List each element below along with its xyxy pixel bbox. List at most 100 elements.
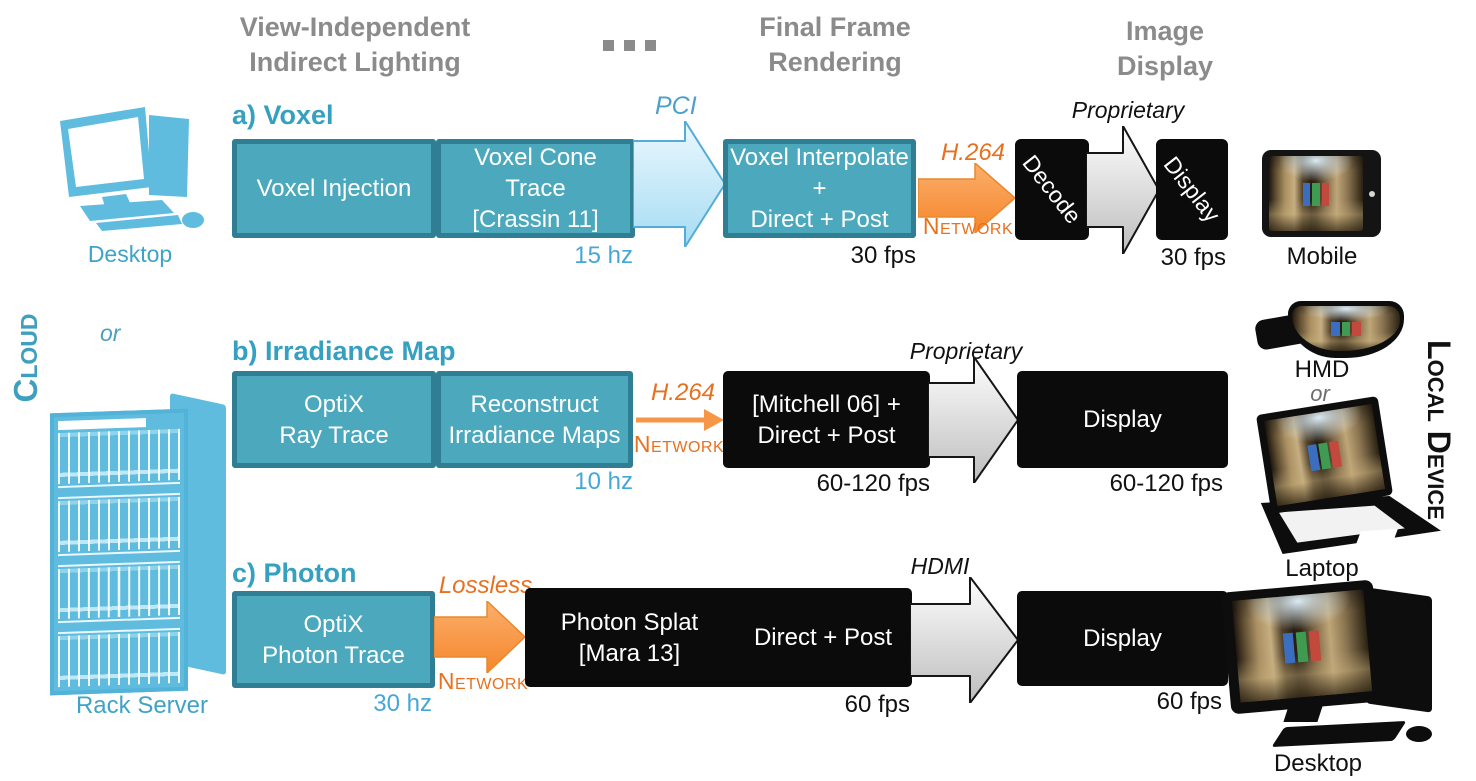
home-button-icon (1369, 190, 1375, 197)
rendered-scene-image (1269, 156, 1363, 231)
stage-label: Direct + Post (757, 421, 896, 449)
stage-optix-ray-trace: OptiX Ray Trace (232, 371, 436, 468)
h264-label-b: H.264 (650, 379, 716, 406)
fps-label-a1: 30 fps (850, 242, 916, 269)
pci-arrow (633, 121, 725, 247)
proprietary-label-b: Proprietary (909, 338, 1023, 364)
stage-display-c: Display (1017, 591, 1228, 686)
stage-label: OptiX (303, 390, 365, 418)
hdmi-label: HDMI (910, 553, 970, 579)
stage-voxel-interpolate: Voxel Interpolate + Direct + Post (723, 139, 916, 238)
stage-label: [Mitchell 06] + (752, 390, 901, 418)
stage-label: Ray Trace (279, 421, 389, 449)
column-header-indirect-lighting: View-Independent Indirect Lighting (205, 10, 505, 80)
stage-label: OptiX (303, 610, 364, 638)
stage-display-a: Display (1156, 139, 1228, 240)
stage-mitchell-direct-post: [Mitchell 06] + Direct + Post (723, 371, 930, 468)
laptop-trackpad (1356, 528, 1398, 545)
stage-voxel-cone-trace: Voxel Cone Trace [Crassin 11] (436, 139, 635, 238)
proprietary-arrow-b (928, 357, 1018, 483)
pipeline-b-heading: b) Irradiance Map (232, 336, 456, 366)
stage-decode: Decode (1015, 139, 1089, 240)
rate-label-b: 10 hz (574, 468, 633, 495)
stage-photon-splat-direct-post: Photon Splat [Mara 13] Direct + Post (525, 588, 912, 687)
proprietary-label-a: Proprietary (1071, 97, 1185, 123)
stage-label: Decode (1017, 149, 1088, 229)
fps-label-c2: 60 fps (1156, 688, 1222, 715)
stage-label: Photon Splat (560, 608, 699, 636)
rack-front-panel (50, 408, 188, 696)
stage-label: Irradiance Maps (448, 421, 621, 449)
rack-server-icon (50, 393, 228, 696)
column-header-final-frame-rendering: Final Frame Rendering (700, 10, 970, 80)
desktop-monitor (1220, 579, 1384, 715)
header-line: Image (1125, 16, 1205, 46)
stage-label: Display (1158, 151, 1226, 227)
desktop-cloud-label: Desktop (87, 241, 173, 267)
rendered-scene-image (1263, 404, 1386, 506)
stage-reconstruct-irradiance: Reconstruct Irradiance Maps (436, 371, 633, 468)
rendered-scene-image (1231, 589, 1373, 703)
network-arrow-a (918, 163, 1015, 233)
ellipsis-icon (598, 38, 661, 56)
stage-label: Voxel Interpolate + (730, 144, 909, 202)
pipeline-c-heading: c) Photon (232, 558, 357, 588)
fps-label-c1: 60 fps (844, 691, 910, 718)
rack-server-label: Rack Server (75, 692, 209, 719)
lossless-label: Lossless (438, 572, 533, 599)
pipeline-a-heading: a) Voxel (232, 100, 334, 130)
stage-label: Display (1083, 625, 1162, 652)
laptop-label: Laptop (1285, 555, 1359, 582)
stage-label: Photon Trace (262, 641, 405, 669)
stage-citation: [Crassin 11] (472, 206, 599, 233)
header-line: Indirect Lighting (249, 47, 461, 77)
rendered-scene-image (1292, 306, 1400, 351)
stage-label: Voxel Injection (256, 175, 412, 202)
column-header-image-display: Image Display (1040, 14, 1290, 84)
stage-voxel-injection: Voxel Injection (232, 139, 436, 238)
rate-label-c: 30 hz (373, 690, 432, 717)
stage-label: Direct + Post (750, 206, 889, 233)
stage-sublabel-direct-post: Direct + Post (734, 622, 912, 653)
hmd-visor (1288, 301, 1404, 358)
desktop-mouse (1406, 726, 1432, 742)
stage-label: Direct + Post (753, 624, 892, 651)
cloud-axis-label: Cloud (7, 313, 44, 403)
hdmi-arrow (910, 577, 1018, 703)
network-label-b: Network (633, 431, 725, 457)
header-line: Final Frame (759, 12, 911, 42)
network-arrow-c (434, 601, 525, 673)
desktop-computer-icon (60, 107, 204, 231)
header-line: Display (1116, 51, 1214, 81)
header-line: View-Independent (239, 12, 471, 42)
header-line: Rendering (768, 47, 902, 77)
stage-display-b: Display (1017, 371, 1228, 468)
hmd-label: HMD (1294, 356, 1350, 383)
local-or-label: or (1310, 381, 1330, 406)
network-arrow-b (636, 409, 724, 431)
network-label-a: Network (922, 213, 1014, 239)
rate-label-a: 15 hz (574, 242, 633, 269)
local-device-axis-label: Local Device (1421, 340, 1457, 520)
stage-citation: [Mara 13] (578, 639, 681, 667)
stage-label: Display (1083, 406, 1162, 433)
desktop-local-label: Desktop (1273, 750, 1363, 777)
desktop-local-icon (1220, 579, 1434, 752)
h264-label-a: H.264 (940, 139, 1006, 166)
desktop-keyboard (1271, 720, 1407, 748)
stage-label: Voxel Cone Trace (474, 144, 597, 202)
fps-label-b1: 60-120 fps (816, 470, 930, 497)
pci-label: PCI (655, 92, 697, 120)
hmd-icon (1253, 301, 1406, 361)
laptop-icon (1243, 395, 1441, 554)
mobile-label: Mobile (1286, 243, 1358, 270)
laptop-screen (1255, 395, 1394, 515)
network-label-c: Network (437, 668, 529, 694)
stage-sublabel-photon-splat: Photon Splat [Mara 13] (525, 607, 734, 669)
fps-label-a2: 30 fps (1160, 244, 1226, 271)
mobile-tablet-icon (1262, 150, 1381, 237)
stage-label: Reconstruct (470, 390, 599, 418)
stage-optix-photon-trace: OptiX Photon Trace (232, 591, 435, 688)
decode-display-arrow (1086, 126, 1159, 254)
fps-label-b2: 60-120 fps (1109, 470, 1223, 497)
